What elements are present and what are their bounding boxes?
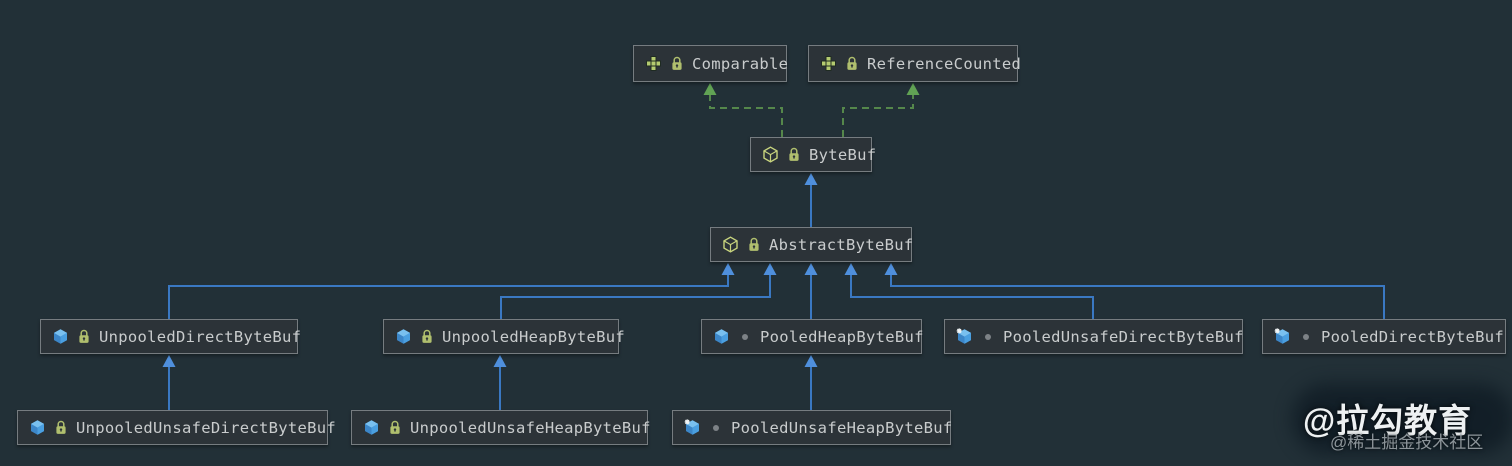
class-node-unpooledheapbytebuf[interactable]: UnpooledHeapByteBuf (383, 319, 625, 354)
extends-arrowhead (162, 355, 176, 367)
class-node-unpooleddirectbytebuf[interactable]: UnpooledDirectByteBuf (40, 319, 302, 354)
class-node-pooledunsafeheapbytebuf[interactable]: PooledUnsafeHeapByteBuf (672, 410, 953, 445)
package-private-icon (710, 420, 722, 435)
class-node-pooleddirectbytebuf[interactable]: PooledDirectByteBuf (1262, 319, 1506, 354)
lock-icon (671, 56, 683, 71)
implements-arrowhead (906, 83, 920, 95)
lock-icon (788, 147, 800, 162)
class-node-label: PooledUnsafeHeapByteBuf (731, 418, 953, 437)
class-icon (713, 328, 730, 345)
class-node-label: Comparable (692, 54, 789, 73)
extends-edge-pooledunsafedirectbytebuf (850, 275, 1094, 319)
lock-icon (55, 420, 67, 435)
extends-arrowhead (804, 263, 818, 275)
implements-edge-bytebuf (709, 95, 783, 137)
class-final-icon (956, 328, 973, 345)
lock-icon (421, 329, 433, 344)
package-private-icon (1300, 329, 1312, 344)
extends-edge-unpooledheapbytebuf (500, 275, 771, 319)
class-node-label: UnpooledUnsafeHeapByteBuf (410, 418, 651, 437)
class-node-label: ReferenceCounted (867, 54, 1022, 73)
extends-arrowhead (844, 263, 858, 275)
extends-arrowhead (884, 263, 898, 275)
class-icon (363, 419, 380, 436)
implements-edge-bytebuf (842, 95, 914, 137)
extends-arrowhead (804, 173, 818, 185)
interface-icon (820, 55, 837, 72)
class-node-unpooledunsafedirectbytebuf[interactable]: UnpooledUnsafeDirectByteBuf (17, 410, 336, 445)
class-node-referencecounted[interactable]: ReferenceCounted (808, 45, 1022, 82)
class-final-icon (1274, 328, 1291, 345)
class-node-label: AbstractByteBuf (769, 235, 914, 254)
class-icon (29, 419, 46, 436)
class-icon (52, 328, 69, 345)
lock-icon (748, 237, 760, 252)
interface-icon (645, 55, 662, 72)
extends-arrowhead (763, 263, 777, 275)
class-node-label: UnpooledHeapByteBuf (442, 327, 626, 346)
extends-edge-unpooleddirectbytebuf (168, 275, 729, 319)
lock-icon (389, 420, 401, 435)
package-private-icon (739, 329, 751, 344)
class-node-comparable[interactable]: Comparable (633, 45, 789, 82)
extends-arrowhead (493, 355, 507, 367)
class-node-label: PooledUnsafeDirectByteBuf (1003, 327, 1244, 346)
class-node-pooledunsafedirectbytebuf[interactable]: PooledUnsafeDirectByteBuf (944, 319, 1243, 354)
class-node-label: PooledDirectByteBuf (1321, 327, 1505, 346)
watermark-juejin: @稀土掘金技术社区 (1330, 433, 1484, 452)
lock-icon (846, 56, 858, 71)
abstract-class-icon (762, 146, 779, 163)
class-final-icon (684, 419, 701, 436)
watermark-lagou: @拉勾教育 (1303, 402, 1473, 439)
package-private-icon (982, 329, 994, 344)
class-node-pooledheapbytebuf[interactable]: PooledHeapByteBuf (701, 319, 924, 354)
implements-arrowhead (703, 83, 717, 95)
extends-arrowhead (804, 355, 818, 367)
class-node-abstractbytebuf[interactable]: AbstractByteBuf (710, 227, 914, 262)
class-node-label: UnpooledUnsafeDirectByteBuf (76, 418, 337, 437)
class-node-label: PooledHeapByteBuf (760, 327, 924, 346)
class-node-bytebuf[interactable]: ByteBuf (750, 137, 876, 172)
watermark-backdrop (1292, 384, 1512, 454)
lock-icon (78, 329, 90, 344)
class-node-unpooledunsafeheapbytebuf[interactable]: UnpooledUnsafeHeapByteBuf (351, 410, 651, 445)
extends-arrowhead (721, 263, 735, 275)
class-icon (395, 328, 412, 345)
extends-edge-pooleddirectbytebuf (890, 275, 1385, 319)
abstract-class-icon (722, 236, 739, 253)
class-node-label: ByteBuf (809, 145, 877, 164)
class-node-label: UnpooledDirectByteBuf (99, 327, 302, 346)
